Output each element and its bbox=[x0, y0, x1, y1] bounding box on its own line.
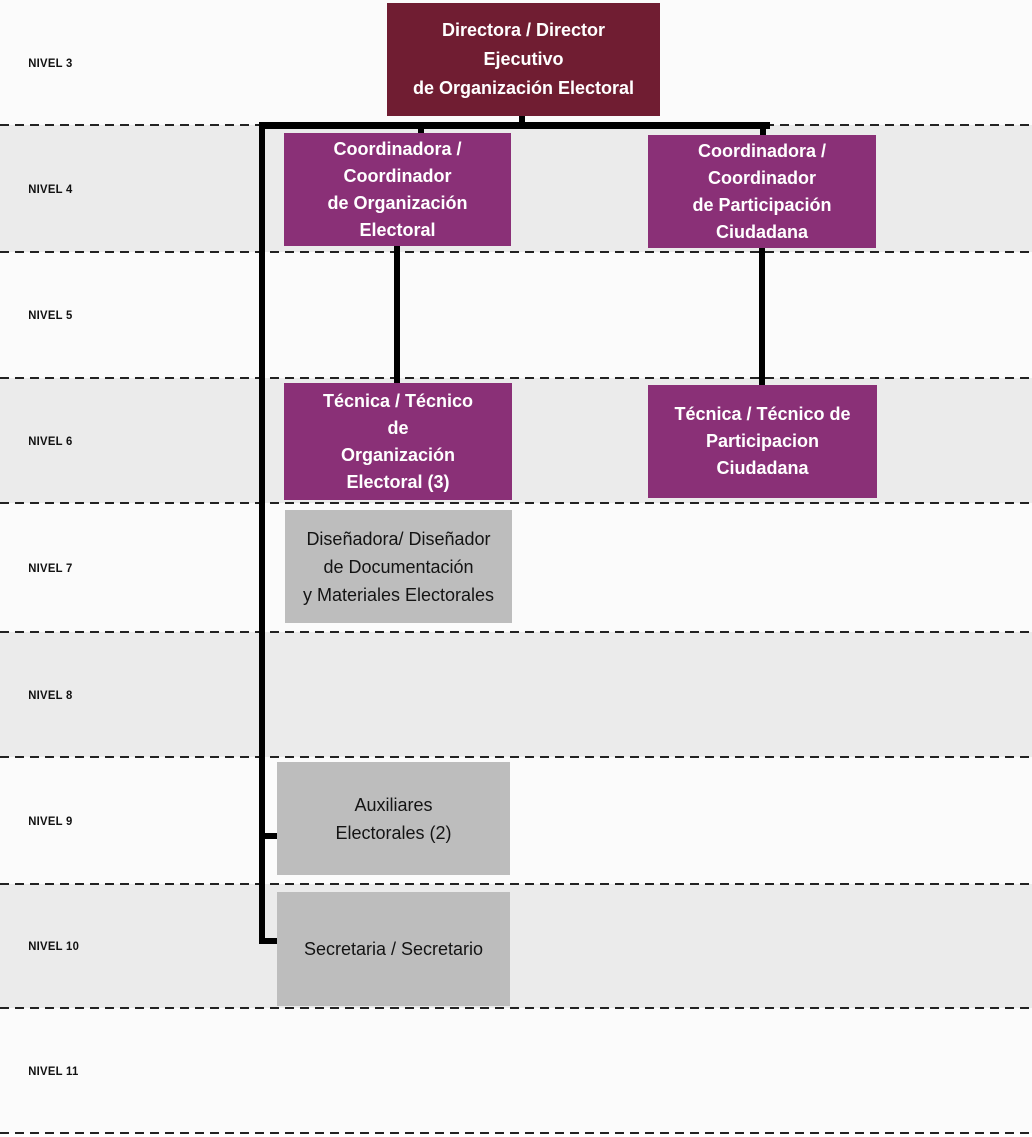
level-label-nivel-10: NIVEL 10 bbox=[28, 939, 80, 953]
level-band-nivel-5: NIVEL 5 bbox=[0, 252, 1032, 378]
level-label-nivel-4: NIVEL 4 bbox=[28, 181, 73, 196]
connector-coordinador-org-tecnico bbox=[394, 246, 400, 385]
connector-stub-auxiliares bbox=[259, 833, 279, 839]
connector-trunk-vertical bbox=[259, 122, 265, 944]
node-tecnico-organizacion-electoral: Técnica / Técnico de Organización Electo… bbox=[284, 383, 512, 500]
node-director-ejecutivo-organizacion-electoral: Directora / Director Ejecutivo de Organi… bbox=[387, 3, 660, 116]
level-band-nivel-11: NIVEL 11 bbox=[0, 1008, 1032, 1133]
level-band-nivel-7: NIVEL 7 bbox=[0, 503, 1032, 632]
level-label-nivel-5: NIVEL 5 bbox=[28, 308, 73, 322]
level-separator bbox=[0, 1007, 1032, 1009]
level-separator bbox=[0, 883, 1032, 885]
level-label-nivel-6: NIVEL 6 bbox=[28, 433, 73, 448]
level-label-nivel-11: NIVEL 11 bbox=[28, 1063, 79, 1078]
node-coordinador-participacion-ciudadana: Coordinadora / Coordinador de Participac… bbox=[648, 135, 876, 248]
level-separator bbox=[0, 631, 1032, 633]
level-label-nivel-8: NIVEL 8 bbox=[28, 687, 73, 702]
node-coordinador-organizacion-electoral: Coordinadora / Coordinador de Organizaci… bbox=[284, 133, 511, 246]
level-band-nivel-10: NIVEL 10 bbox=[0, 884, 1032, 1008]
connector-coordinador-part-tecnico bbox=[759, 248, 765, 387]
level-band-nivel-9: NIVEL 9 bbox=[0, 757, 1032, 884]
node-auxiliares-electorales: Auxiliares Electorales (2) bbox=[277, 762, 510, 875]
connector-stub-coordinador-org bbox=[418, 129, 424, 135]
level-band-nivel-4: NIVEL 4 bbox=[0, 125, 1032, 252]
node-secretaria-secretario: Secretaria / Secretario bbox=[277, 892, 510, 1006]
connector-horizontal-main bbox=[259, 122, 770, 129]
level-label-nivel-9: NIVEL 9 bbox=[28, 813, 73, 828]
level-label-nivel-7: NIVEL 7 bbox=[28, 560, 73, 575]
level-separator bbox=[0, 251, 1032, 253]
connector-director-drop bbox=[519, 114, 525, 124]
node-tecnico-participacion-ciudadana: Técnica / Técnico de Participacion Ciuda… bbox=[648, 385, 877, 498]
level-label-nivel-3: NIVEL 3 bbox=[28, 55, 73, 70]
level-separator bbox=[0, 377, 1032, 379]
level-separator bbox=[0, 1132, 1032, 1134]
node-disenador-documentacion-materiales: Diseñadora/ Diseñador de Documentación y… bbox=[285, 510, 512, 623]
connector-stub-secretaria bbox=[259, 938, 279, 944]
level-band-nivel-6: NIVEL 6 bbox=[0, 378, 1032, 503]
level-band-nivel-8: NIVEL 8 bbox=[0, 632, 1032, 757]
level-separator bbox=[0, 502, 1032, 504]
level-separator bbox=[0, 756, 1032, 758]
connector-stub-coordinador-part bbox=[760, 129, 766, 137]
